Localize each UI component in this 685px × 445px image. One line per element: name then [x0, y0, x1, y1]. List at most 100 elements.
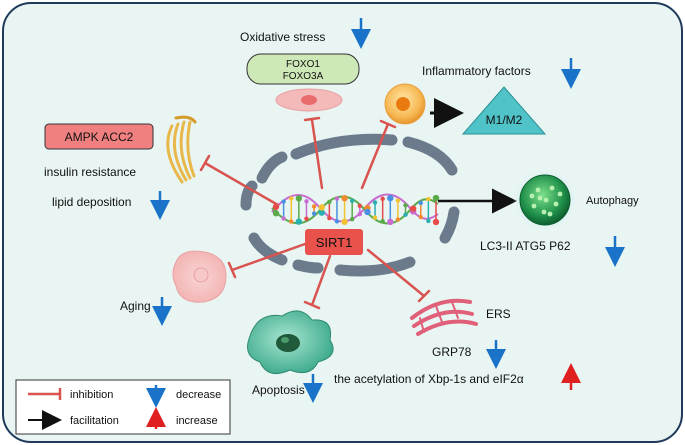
aging-label: Aging	[120, 299, 151, 313]
inhibit-bar-apoptosis	[303, 300, 321, 310]
ampk-acc2-box	[44, 123, 154, 150]
dna-bead	[403, 203, 408, 208]
grp78-label: GRP78	[432, 345, 472, 359]
ampk-acc2-label: AMPK ACC2	[65, 130, 134, 144]
dna-bead	[334, 219, 340, 224]
dna-bead	[380, 218, 385, 224]
dna-bead	[357, 203, 363, 209]
inhibit-bar-ers	[417, 289, 431, 303]
legend-facilitation-label: facilitation	[70, 415, 119, 427]
nucleus-arc-top-right	[402, 136, 458, 176]
dna-bead	[395, 217, 401, 222]
autophagosome-speckle	[529, 193, 535, 199]
dna-bead	[387, 194, 394, 202]
autophagosome-speckle	[557, 191, 563, 197]
nucleus-arc-left-top	[256, 151, 288, 184]
apoptotic-cell-icon	[247, 310, 334, 375]
sirt1-box	[305, 229, 363, 255]
legend-decrease-label: decrease	[176, 389, 221, 401]
dna-bead	[372, 215, 378, 220]
inhibit-line-apoptosis	[310, 254, 332, 307]
dna-bead	[327, 215, 332, 221]
autophagosome-speckle	[541, 209, 547, 215]
foxo-box	[246, 53, 360, 85]
dna-bead	[304, 199, 309, 204]
nucleus-arc-left	[240, 180, 258, 211]
dna-bead	[334, 196, 340, 201]
dna-bead	[318, 209, 325, 216]
inhibit-bar-inflammatory	[379, 119, 397, 129]
inflammatory-factors-label: Inflammatory factors	[422, 64, 531, 78]
dna-bead	[311, 211, 317, 216]
apoptosis-label: Apoptosis	[252, 383, 305, 397]
macrophage-icon	[384, 83, 426, 125]
nucleus-arc-bottom-mid	[292, 259, 324, 274]
foxo3a-label: FOXO3A	[283, 71, 324, 82]
m1m2-triangle	[461, 86, 547, 135]
dna-bead	[432, 194, 440, 202]
dna-bead	[418, 200, 423, 206]
ers-label: ERS	[486, 307, 511, 321]
inhibit-line-lipid	[203, 161, 280, 207]
sirt1-label: SIRT1	[316, 235, 353, 250]
dna-bead	[432, 218, 440, 226]
dna-bead	[289, 219, 294, 224]
legend-inhibition-label: inhibition	[70, 389, 113, 401]
dna-bead	[426, 218, 431, 224]
legend: inhibition decrease facilitation increas…	[15, 379, 231, 435]
dna-bead	[311, 204, 317, 209]
inhibit-bar-oxidative	[303, 116, 321, 122]
lipid-deposition-label: lipid deposition	[52, 195, 131, 209]
inhibit-bar-lipid	[199, 154, 211, 172]
endoplasmic-reticulum-icon	[410, 298, 478, 336]
acetylation-label: the acetylation of Xbp-1s and eIF2α	[334, 372, 524, 386]
autophagosome-speckle	[553, 201, 559, 207]
autophagosome-speckle	[537, 195, 543, 201]
autophagy-label: Autophagy	[586, 195, 639, 207]
aging-cell-icon	[172, 250, 227, 303]
dna-bead	[281, 216, 286, 221]
endothelial-cell-icon	[275, 88, 343, 112]
dna-bead	[289, 196, 294, 201]
dna-bead	[387, 218, 394, 226]
dna-bead	[349, 216, 355, 222]
inhibit-line-ers	[366, 248, 426, 298]
autophagosome-speckle	[547, 211, 553, 217]
dna-bead	[295, 218, 303, 225]
insulin-resistance-label: insulin resistance	[44, 165, 136, 179]
dna-bead	[357, 211, 363, 217]
autophagosome-speckle	[531, 203, 537, 209]
oxidative-stress-label: Oxidative stress	[240, 30, 325, 44]
dna-bead	[372, 200, 378, 205]
dna-bead	[409, 205, 417, 212]
m1m2-label: M1/M2	[486, 113, 523, 127]
autophagosome-speckle	[535, 187, 541, 193]
dna-helix	[271, 193, 440, 226]
inhibition-lines	[199, 116, 431, 310]
autophagosome-speckle	[543, 197, 549, 203]
nucleus-arc-bottom-left	[248, 232, 288, 266]
nucleus-arc-bottom	[334, 256, 416, 277]
lipid-cell-icon	[166, 115, 197, 184]
dna-bead	[403, 212, 408, 217]
autophagosome-icon	[513, 168, 577, 232]
autophagosome-speckle	[549, 185, 555, 191]
legend-increase-label: increase	[176, 415, 218, 427]
dna-bead	[295, 195, 303, 202]
dna-bead	[380, 196, 385, 202]
dna-bead	[426, 196, 431, 202]
dna-bead	[341, 195, 348, 202]
dna-bead	[341, 218, 348, 225]
inhibit-line-aging	[230, 242, 307, 272]
dna-bead	[304, 216, 309, 221]
dna-bead	[418, 214, 423, 220]
dna-bead	[318, 204, 325, 211]
nucleus-envelope	[240, 133, 460, 277]
dna-bead	[327, 199, 332, 205]
dna-bead	[364, 208, 371, 216]
dna-bead	[395, 198, 401, 203]
inhibit-bar-aging	[227, 261, 237, 279]
dna-bead	[272, 210, 280, 217]
